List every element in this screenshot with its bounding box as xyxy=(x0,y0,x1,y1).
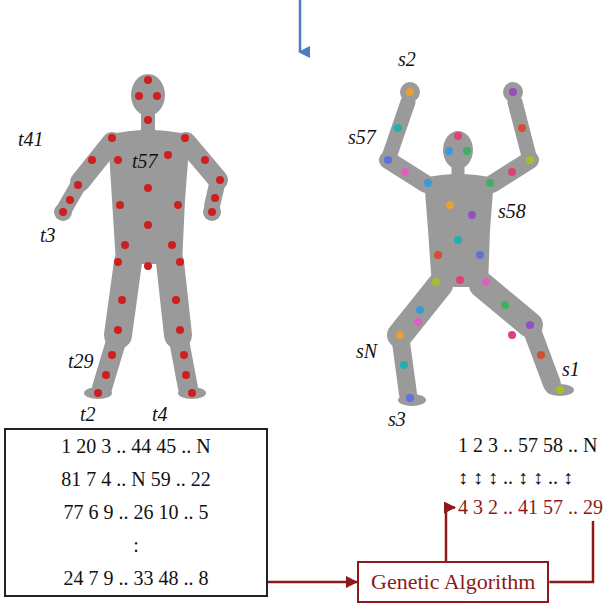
posed-body xyxy=(388,82,574,406)
flow-arrow xyxy=(299,0,302,52)
marker-dot xyxy=(102,371,110,379)
marker-dot xyxy=(463,147,471,155)
marker-dot xyxy=(108,134,116,142)
point-label: sN xyxy=(356,340,377,363)
marker-dot xyxy=(406,88,414,96)
marker-dot xyxy=(74,181,82,189)
marker-dot xyxy=(121,241,129,249)
marker-dot xyxy=(414,318,422,326)
correspondence-row: 4 3 2 .. 41 57 .. 29 xyxy=(458,496,603,519)
marker-dot xyxy=(454,132,462,140)
marker-dot xyxy=(482,278,490,286)
marker-dot xyxy=(172,296,180,304)
marker-dot xyxy=(424,179,432,187)
marker-dot xyxy=(501,301,509,309)
point-label: t3 xyxy=(40,224,56,247)
marker-dot xyxy=(88,156,96,164)
marker-dot xyxy=(181,134,189,142)
marker-dot xyxy=(400,361,408,369)
point-label: t29 xyxy=(68,350,94,373)
marker-dot xyxy=(556,386,564,394)
marker-dot xyxy=(518,124,526,132)
reference-body xyxy=(54,74,221,399)
table-row: 1 20 3 .. 44 45 .. N xyxy=(16,430,256,463)
marker-dot xyxy=(394,124,402,132)
feedback-arrow xyxy=(446,508,455,562)
marker-dot xyxy=(144,116,152,124)
marker-dot xyxy=(211,194,219,202)
point-label: s58 xyxy=(498,200,526,223)
marker-dot xyxy=(94,389,102,397)
marker-dot xyxy=(144,262,152,270)
marker-dot xyxy=(66,196,74,204)
marker-dot xyxy=(164,151,172,159)
marker-dot xyxy=(108,351,116,359)
marker-dot xyxy=(537,351,545,359)
box-title: Genetic Algorithm xyxy=(371,568,535,596)
marker-dot xyxy=(468,211,476,219)
point-label: t2 xyxy=(80,403,96,426)
marker-dot xyxy=(526,156,534,164)
process-box: Genetic Algorithm xyxy=(357,561,549,603)
marker-dot xyxy=(144,76,152,84)
marker-dot xyxy=(406,394,414,402)
marker-dot xyxy=(118,296,126,304)
marker-dot xyxy=(188,389,196,397)
marker-dot xyxy=(201,156,209,164)
marker-dot xyxy=(416,306,424,314)
point-label: s57 xyxy=(348,126,376,149)
marker-dot xyxy=(153,92,161,100)
marker-dot xyxy=(446,201,454,209)
point-label: t57 xyxy=(130,150,160,173)
marker-dot xyxy=(176,326,184,334)
marker-dot xyxy=(509,88,517,96)
marker-dot xyxy=(476,251,484,259)
marker-dot xyxy=(114,156,122,164)
marker-dot xyxy=(384,156,392,164)
marker-dot xyxy=(135,92,143,100)
point-label: s2 xyxy=(398,48,416,71)
marker-dot xyxy=(401,168,409,176)
marker-dot xyxy=(180,351,188,359)
marker-dot xyxy=(396,331,404,339)
feedback-line xyxy=(549,521,593,582)
marker-dot xyxy=(432,278,440,286)
correspondence-row: ↕ ↕ ↕ .. ↕ ↕ .. ↕ xyxy=(458,466,573,489)
table-row: : xyxy=(16,529,256,562)
marker-dot xyxy=(526,321,534,329)
marker-dot xyxy=(144,184,152,192)
correspondence-row: 1 2 3 .. 57 58 .. N xyxy=(458,434,597,457)
marker-dot xyxy=(116,201,124,209)
table-row: 81 7 4 .. N 59 .. 22 xyxy=(16,463,256,496)
marker-dot xyxy=(486,179,494,187)
point-label: t41 xyxy=(18,128,44,151)
point-label: s1 xyxy=(562,358,580,381)
marker-dot xyxy=(445,147,453,155)
marker-dot xyxy=(182,371,190,379)
marker-dot xyxy=(59,208,67,216)
table-row: 24 7 9 .. 33 48 .. 8 xyxy=(16,562,256,595)
point-label: s3 xyxy=(388,408,406,431)
marker-dot xyxy=(144,221,152,229)
marker-dot xyxy=(168,241,176,249)
marker-dot xyxy=(114,326,122,334)
marker-dot xyxy=(454,236,462,244)
flow-arrow xyxy=(268,581,357,584)
marker-dot xyxy=(208,208,216,216)
marker-dot xyxy=(508,331,516,339)
marker-dot xyxy=(114,258,122,266)
table-row: 77 6 9 .. 26 10 .. 5 xyxy=(16,496,256,529)
marker-dot xyxy=(174,201,182,209)
marker-dot xyxy=(456,276,464,284)
point-label: t4 xyxy=(152,403,168,426)
marker-dot xyxy=(176,258,184,266)
population-table: 1 20 3 .. 44 45 .. N81 7 4 .. N 59 .. 22… xyxy=(4,428,268,597)
marker-dot xyxy=(434,251,442,259)
marker-dot xyxy=(508,168,516,176)
marker-dot xyxy=(216,176,224,184)
